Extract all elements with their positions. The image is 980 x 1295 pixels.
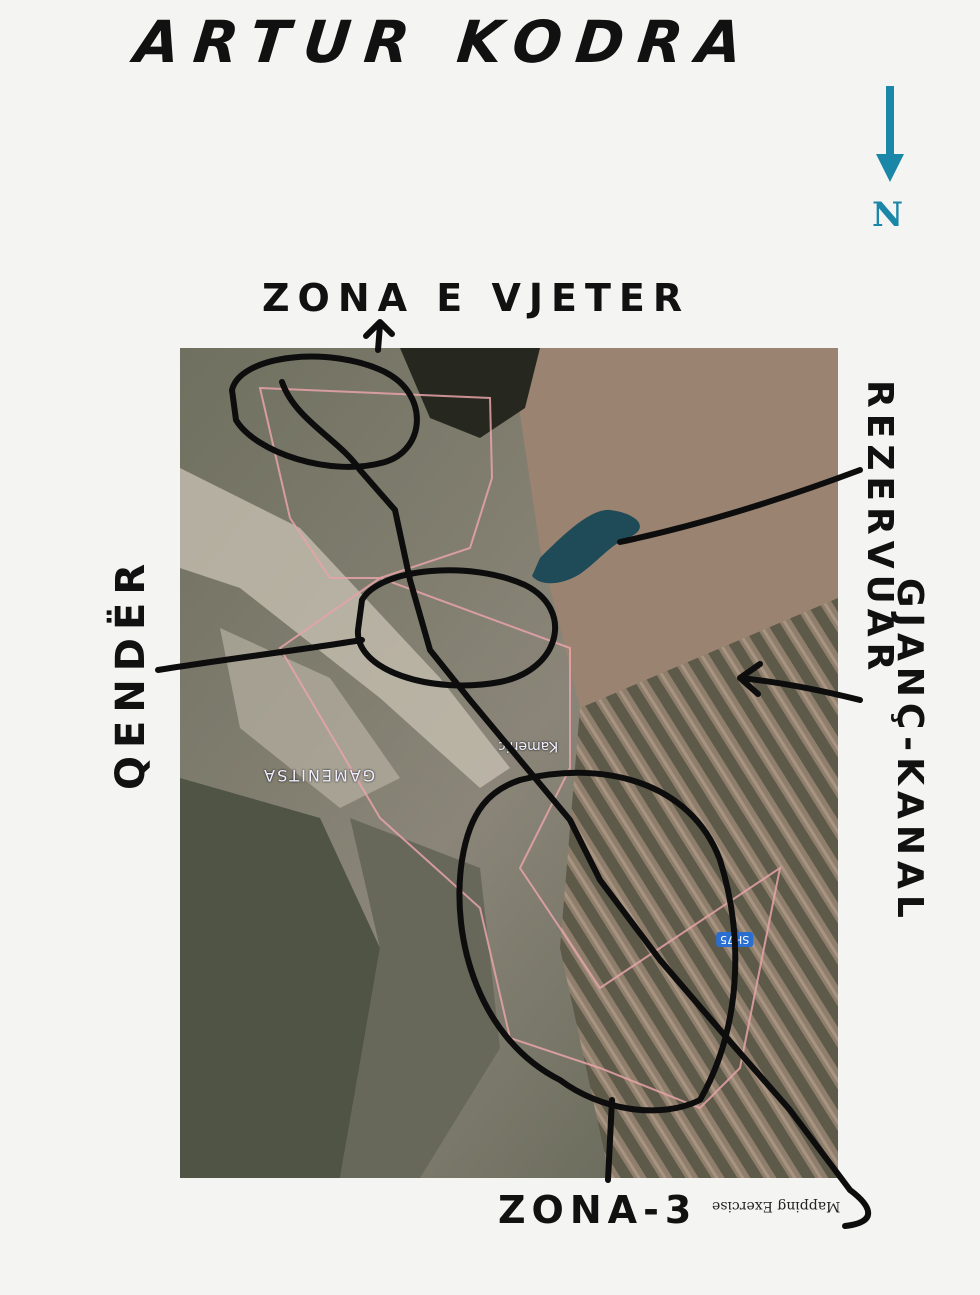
reservoir-pointer-line xyxy=(617,467,863,545)
zone-3-pointer-line xyxy=(605,1097,615,1183)
center-label: QENDËR xyxy=(108,555,154,790)
canal-pointer-arrow xyxy=(737,661,863,703)
zone-3-loop xyxy=(456,769,739,1114)
caption-hook xyxy=(842,1187,872,1229)
canal-label: GJANÇ-KANAL xyxy=(889,578,930,924)
north-label: N xyxy=(872,195,904,235)
north-arrow-icon xyxy=(876,86,904,182)
center-circle xyxy=(354,567,559,689)
zone-old-circle xyxy=(229,353,420,470)
zone-old-inner-stroke xyxy=(279,379,363,473)
main-road-line xyxy=(357,467,853,1193)
zone-old-pointer-arrow xyxy=(363,319,395,353)
map-caption: Mapping Exercise xyxy=(712,1198,841,1214)
center-pointer-line xyxy=(155,637,365,673)
zone-old-label: ZONA E VJETER xyxy=(262,276,691,320)
zone-3-label: ZONA-3 xyxy=(498,1188,698,1232)
